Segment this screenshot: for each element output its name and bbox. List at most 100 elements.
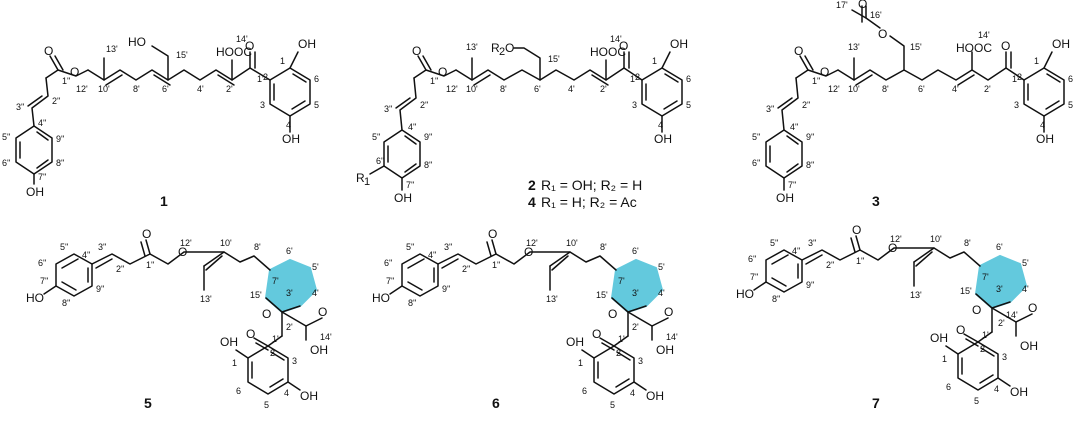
locant: 8'' — [772, 294, 781, 304]
atom-o: O — [44, 44, 53, 58]
compound-3-labels: OH OH O HOOC O O O O OH 1 2 3 4 5 6 1' 2… — [752, 0, 1073, 209]
locant: 9'' — [424, 132, 433, 142]
phenyl-ring — [383, 129, 421, 179]
locant: 15' — [176, 50, 188, 60]
locant: 6'' — [384, 258, 393, 268]
atom-o: O — [858, 0, 867, 11]
locant: 8'' — [56, 158, 65, 168]
locant: 4 — [286, 120, 291, 130]
atom-o: O — [178, 245, 187, 259]
locant: 1' — [982, 330, 989, 340]
locant: 2'' — [802, 100, 811, 110]
atom-o: O — [245, 39, 254, 53]
locant: 7'' — [788, 180, 797, 190]
locant: 9'' — [56, 134, 65, 144]
compound-number-7: 7 — [872, 395, 880, 411]
atom-o: O — [488, 227, 497, 241]
locant: 10' — [566, 238, 578, 248]
atom-o: O — [318, 305, 327, 319]
locant: 1' — [618, 334, 625, 344]
locant: 2'' — [52, 96, 61, 106]
locant: 1' — [630, 74, 637, 84]
atom-o: O — [664, 305, 673, 319]
locant: 12' — [526, 238, 538, 248]
compound-1-structure — [15, 45, 311, 185]
atom-cooh: HOOC — [590, 45, 626, 59]
locant: 1 — [232, 358, 237, 368]
locant: 6' — [918, 84, 925, 94]
locant: 13' — [106, 44, 118, 54]
locant: 4' — [197, 84, 204, 94]
atom-o: O — [878, 27, 887, 41]
atom-oh: OH — [656, 343, 674, 357]
compound-number-6: 6 — [492, 395, 500, 411]
locant: 2 — [980, 344, 985, 354]
atom-oh: OH — [1052, 37, 1070, 51]
atom-oh: OH — [26, 185, 44, 199]
locant: 3'' — [98, 242, 107, 252]
atom-oh: OH — [930, 331, 948, 345]
locant: 5 — [974, 396, 979, 406]
atom-r2-subscript: 2 — [499, 46, 505, 58]
locant: 14' — [236, 34, 248, 44]
locant: 7' — [982, 272, 989, 282]
locant: 8' — [964, 238, 971, 248]
locant: 5'' — [770, 238, 779, 248]
locant: 3 — [1002, 352, 1007, 362]
locant: 5 — [264, 400, 269, 410]
locant: 2'' — [826, 260, 835, 270]
atom-o: O — [820, 65, 829, 79]
locant: 1'' — [430, 76, 439, 86]
locant: 2' — [600, 84, 607, 94]
compound-5-labels: O OH O O OH OH O O HO 1 2 3 4 5 6 1' 2' … — [26, 227, 332, 411]
locant: 6' — [534, 84, 541, 94]
locant: 3 — [292, 356, 297, 366]
locant: 2 — [635, 72, 640, 82]
locant: 4'' — [408, 122, 417, 132]
atom-o: O — [592, 327, 601, 341]
locant: 3 — [638, 356, 643, 366]
locant: 1'' — [492, 260, 501, 270]
locant: 4'' — [790, 122, 799, 132]
locant: 8'' — [62, 298, 71, 308]
locant: 3' — [996, 284, 1003, 294]
locant: 1' — [1012, 74, 1019, 84]
locant: 8' — [500, 84, 507, 94]
locant: 4'' — [38, 118, 47, 128]
locant: 4' — [568, 84, 575, 94]
locant: 6' — [996, 242, 1003, 252]
locant: 10' — [848, 84, 860, 94]
locant: 3 — [260, 100, 265, 110]
locant: 15' — [960, 286, 972, 296]
atom-ho: HO — [26, 291, 44, 305]
atom-o: O — [1001, 39, 1010, 53]
locant: 8' — [600, 242, 607, 252]
atom-oh: OH — [776, 191, 794, 205]
locant: 4'' — [82, 250, 91, 260]
locant: 9'' — [96, 284, 105, 294]
locant: 4 — [284, 388, 289, 398]
locant: 2' — [226, 84, 233, 94]
locant: 6' — [632, 246, 639, 256]
atom-oh: OH — [310, 343, 328, 357]
atom-oh: OH — [566, 335, 584, 349]
locant: 5'' — [752, 132, 761, 142]
atom-o: O — [888, 241, 897, 255]
locant: 2'' — [420, 100, 429, 110]
compound-4-substituents: R₁ = H; R₂ = Ac — [541, 194, 637, 210]
locant: 7'' — [386, 276, 395, 286]
locant: 5'' — [372, 132, 381, 142]
locant: 13' — [546, 294, 558, 304]
locant: 12' — [446, 84, 458, 94]
locant: 9'' — [442, 284, 451, 294]
locant: 1'' — [812, 76, 821, 86]
hydroquinone-ring — [269, 67, 311, 117]
locant: 6'' — [2, 158, 11, 168]
atom-o: O — [794, 44, 803, 58]
atom-cooh: HOOC — [956, 41, 992, 55]
locant: 2' — [632, 322, 639, 332]
locant: 4 — [658, 120, 663, 130]
locant: 8'' — [408, 298, 417, 308]
compound-1-labels: OH OH O HOOC HO O O OH 1 2 3 4 5 6 1' 2'… — [2, 34, 319, 209]
